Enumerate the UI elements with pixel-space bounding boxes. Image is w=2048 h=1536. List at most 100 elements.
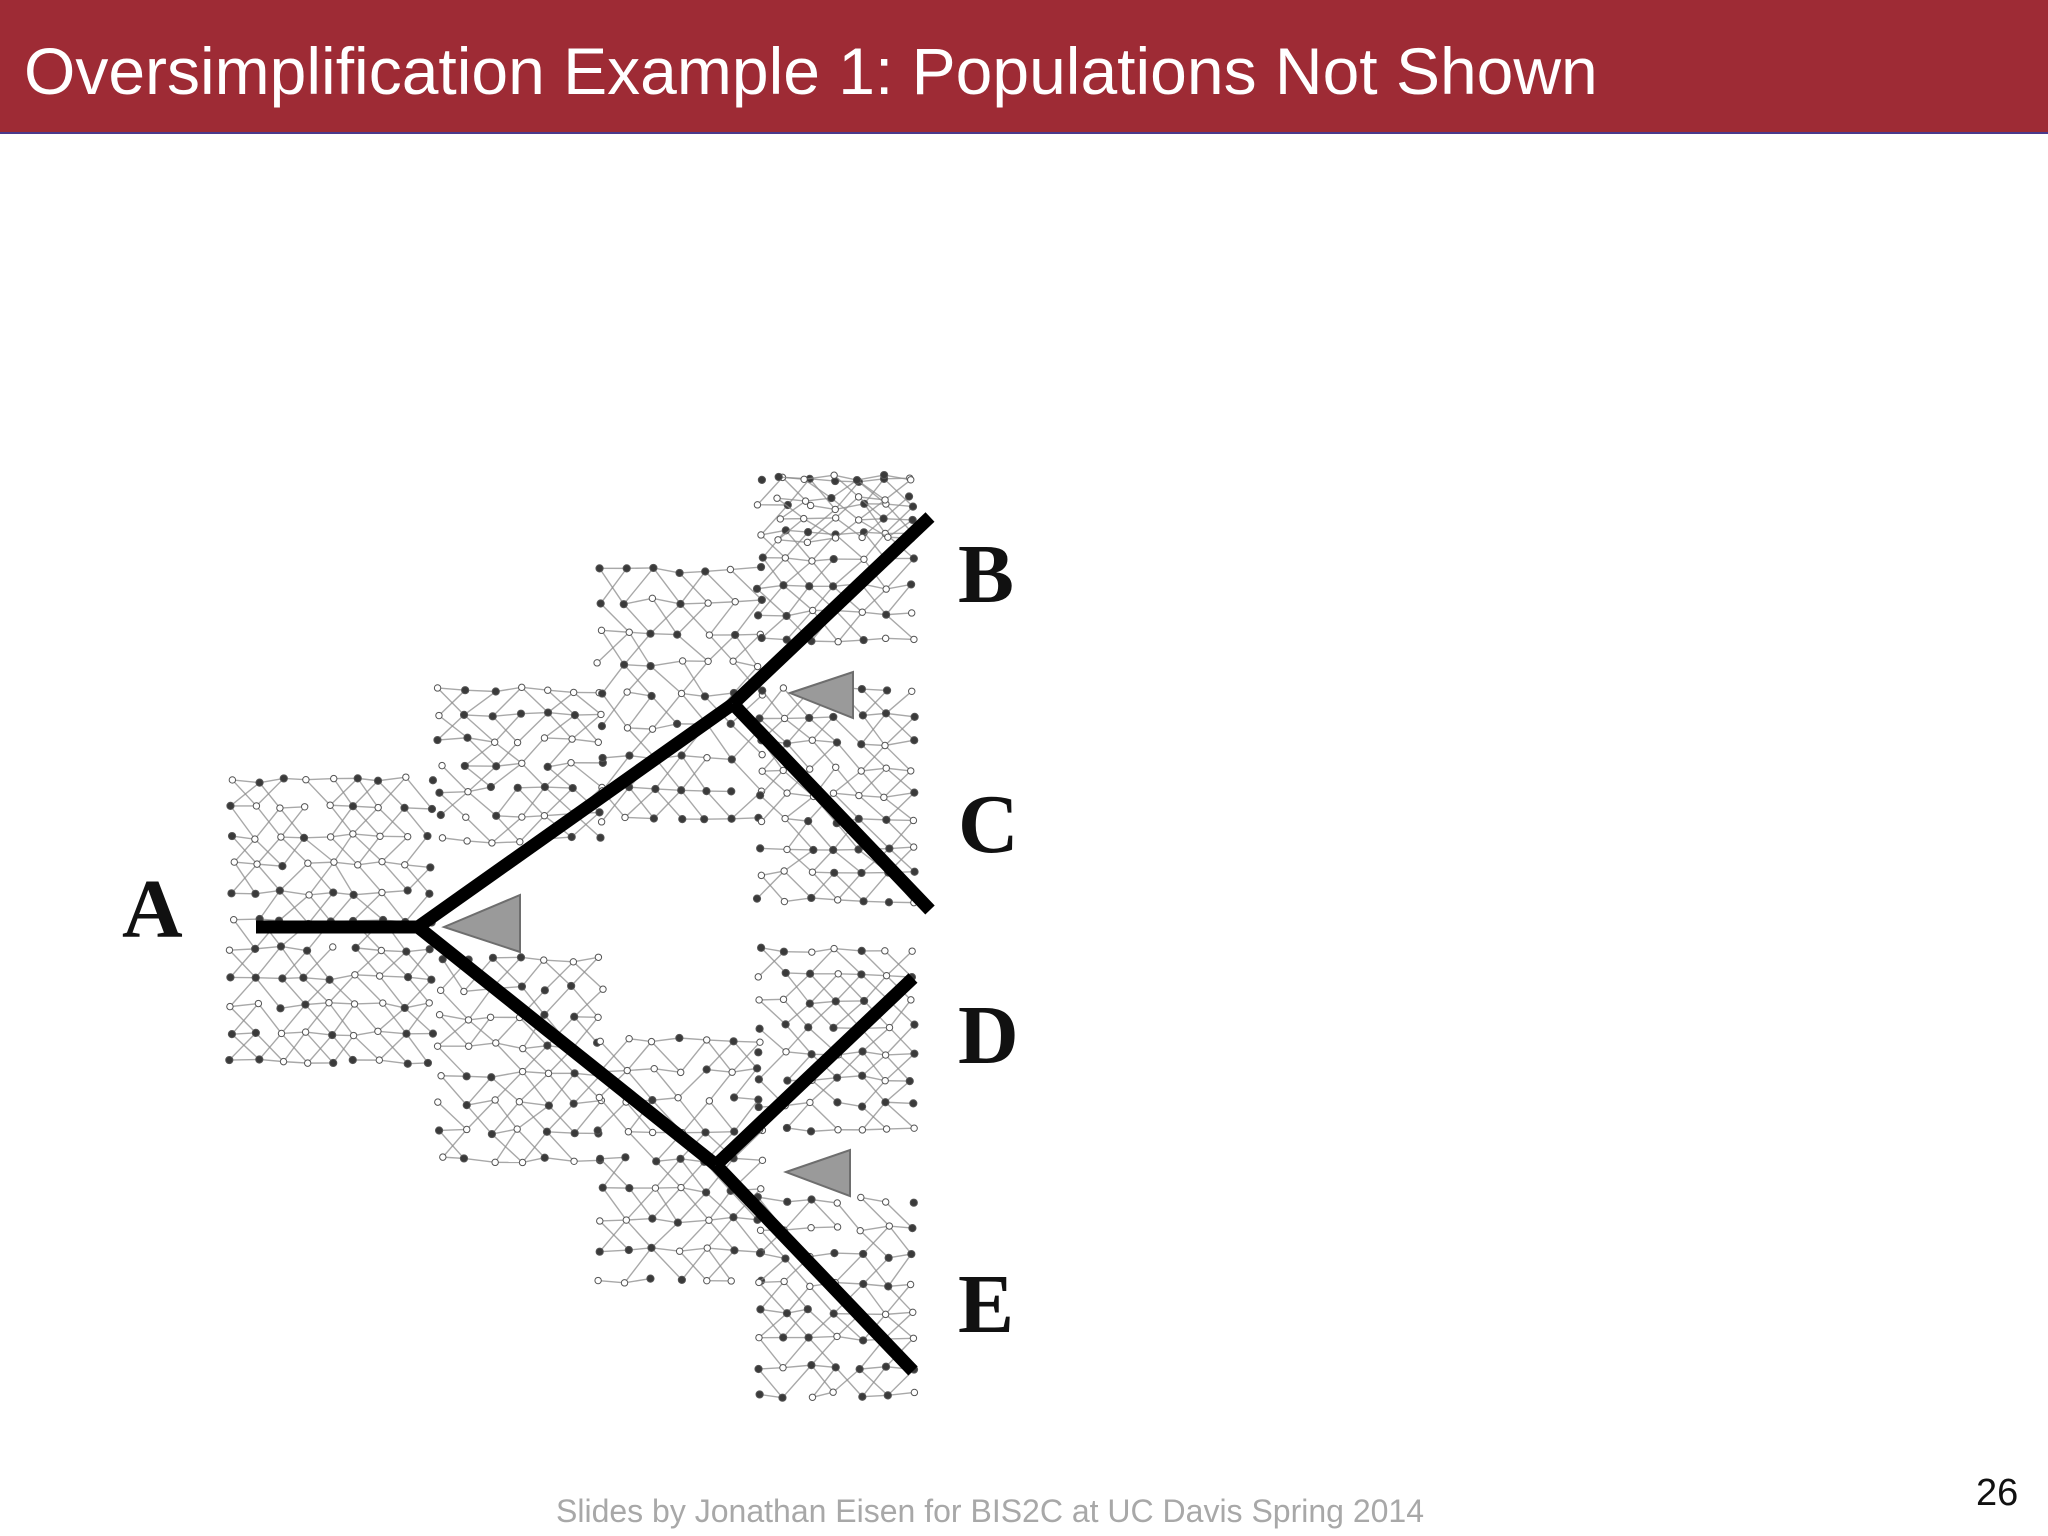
network-link (650, 632, 678, 636)
network-link (438, 689, 466, 717)
network-link (231, 1033, 260, 1060)
network-node (350, 1000, 359, 1008)
network-link (677, 1191, 707, 1224)
network-node (781, 1020, 790, 1029)
network-node (909, 816, 918, 825)
network-node (829, 1388, 837, 1396)
network-node (376, 832, 384, 840)
network-link (832, 1368, 861, 1393)
speciation-triangle-lower (783, 1148, 851, 1198)
network-link (331, 1034, 354, 1061)
network-link (521, 959, 545, 987)
network-node (781, 814, 789, 823)
network-node (596, 599, 605, 608)
network-link (785, 1101, 811, 1107)
network-node (254, 999, 263, 1008)
network-node (909, 843, 918, 851)
network-node (833, 1332, 841, 1341)
network-link (858, 818, 890, 850)
network-link (442, 837, 468, 842)
network-link (522, 1044, 548, 1050)
network-node (544, 686, 552, 694)
network-node (427, 804, 437, 814)
network-link (784, 1227, 812, 1231)
network-link (255, 889, 280, 895)
network-node (279, 1057, 288, 1066)
slide-title: Oversimplification Example 1: Population… (24, 34, 1598, 108)
network-link (257, 1003, 283, 1034)
network-link (281, 978, 306, 1006)
network-link (786, 848, 813, 873)
network-link (884, 474, 911, 481)
network-node (907, 767, 915, 775)
network-link (679, 1037, 707, 1041)
network-node (727, 755, 736, 764)
network-link (521, 686, 548, 691)
network-node (860, 555, 868, 564)
network-link (333, 861, 355, 896)
network-link (734, 599, 763, 636)
network-link (708, 1190, 732, 1221)
network-link (544, 737, 573, 740)
network-node (909, 1099, 918, 1108)
network-node (859, 1249, 868, 1259)
network-link (544, 961, 574, 991)
network-node (593, 659, 601, 667)
network-link (885, 792, 915, 821)
network-node (568, 735, 576, 743)
network-link (627, 691, 652, 697)
network-link (811, 1226, 838, 1229)
network-node (598, 1183, 607, 1192)
network-node (677, 689, 686, 698)
network-node (829, 1023, 838, 1032)
network-link (837, 872, 863, 901)
network-node (462, 813, 470, 821)
network-node (756, 562, 766, 572)
network-node (778, 1393, 787, 1402)
network-link (283, 1060, 308, 1064)
network-node (731, 630, 740, 640)
network-node (620, 660, 629, 669)
network-node (807, 1361, 816, 1370)
network-link (438, 1130, 465, 1159)
network-link (786, 609, 813, 617)
network-link (518, 1072, 549, 1103)
network-node (433, 684, 442, 692)
network-node (753, 662, 762, 671)
network-link (810, 504, 836, 511)
network-link (811, 947, 835, 953)
network-link (680, 789, 705, 820)
network-link (229, 805, 256, 840)
network-node (329, 1058, 338, 1068)
network-node (854, 845, 863, 854)
network-node (648, 1214, 657, 1223)
network-link (783, 1281, 809, 1310)
network-node (433, 1042, 442, 1050)
network-link (352, 807, 379, 835)
network-node (678, 815, 687, 824)
network-link (803, 517, 836, 520)
network-node (348, 1055, 357, 1065)
network-node (542, 1127, 552, 1136)
network-link (305, 1002, 330, 1033)
network-node (783, 500, 792, 510)
network-link (522, 1070, 549, 1075)
network-node (570, 1157, 578, 1165)
network-link (679, 570, 706, 574)
network-node (807, 1195, 816, 1204)
network-link (811, 1198, 838, 1204)
network-link (572, 738, 599, 743)
network-link (856, 474, 885, 481)
slide-footer: Slides by Jonathan Eisen for BIS2C at UC… (556, 1493, 1425, 1529)
network-node (752, 584, 762, 593)
network-node (755, 1333, 763, 1342)
network-link (886, 1127, 915, 1130)
network-node (882, 815, 891, 824)
network-link (280, 1004, 306, 1034)
network-node (303, 1059, 312, 1067)
network-link (229, 977, 257, 1008)
network-link (652, 597, 681, 605)
network-node (727, 814, 736, 823)
network-link (280, 1032, 309, 1064)
network-node (834, 970, 842, 978)
